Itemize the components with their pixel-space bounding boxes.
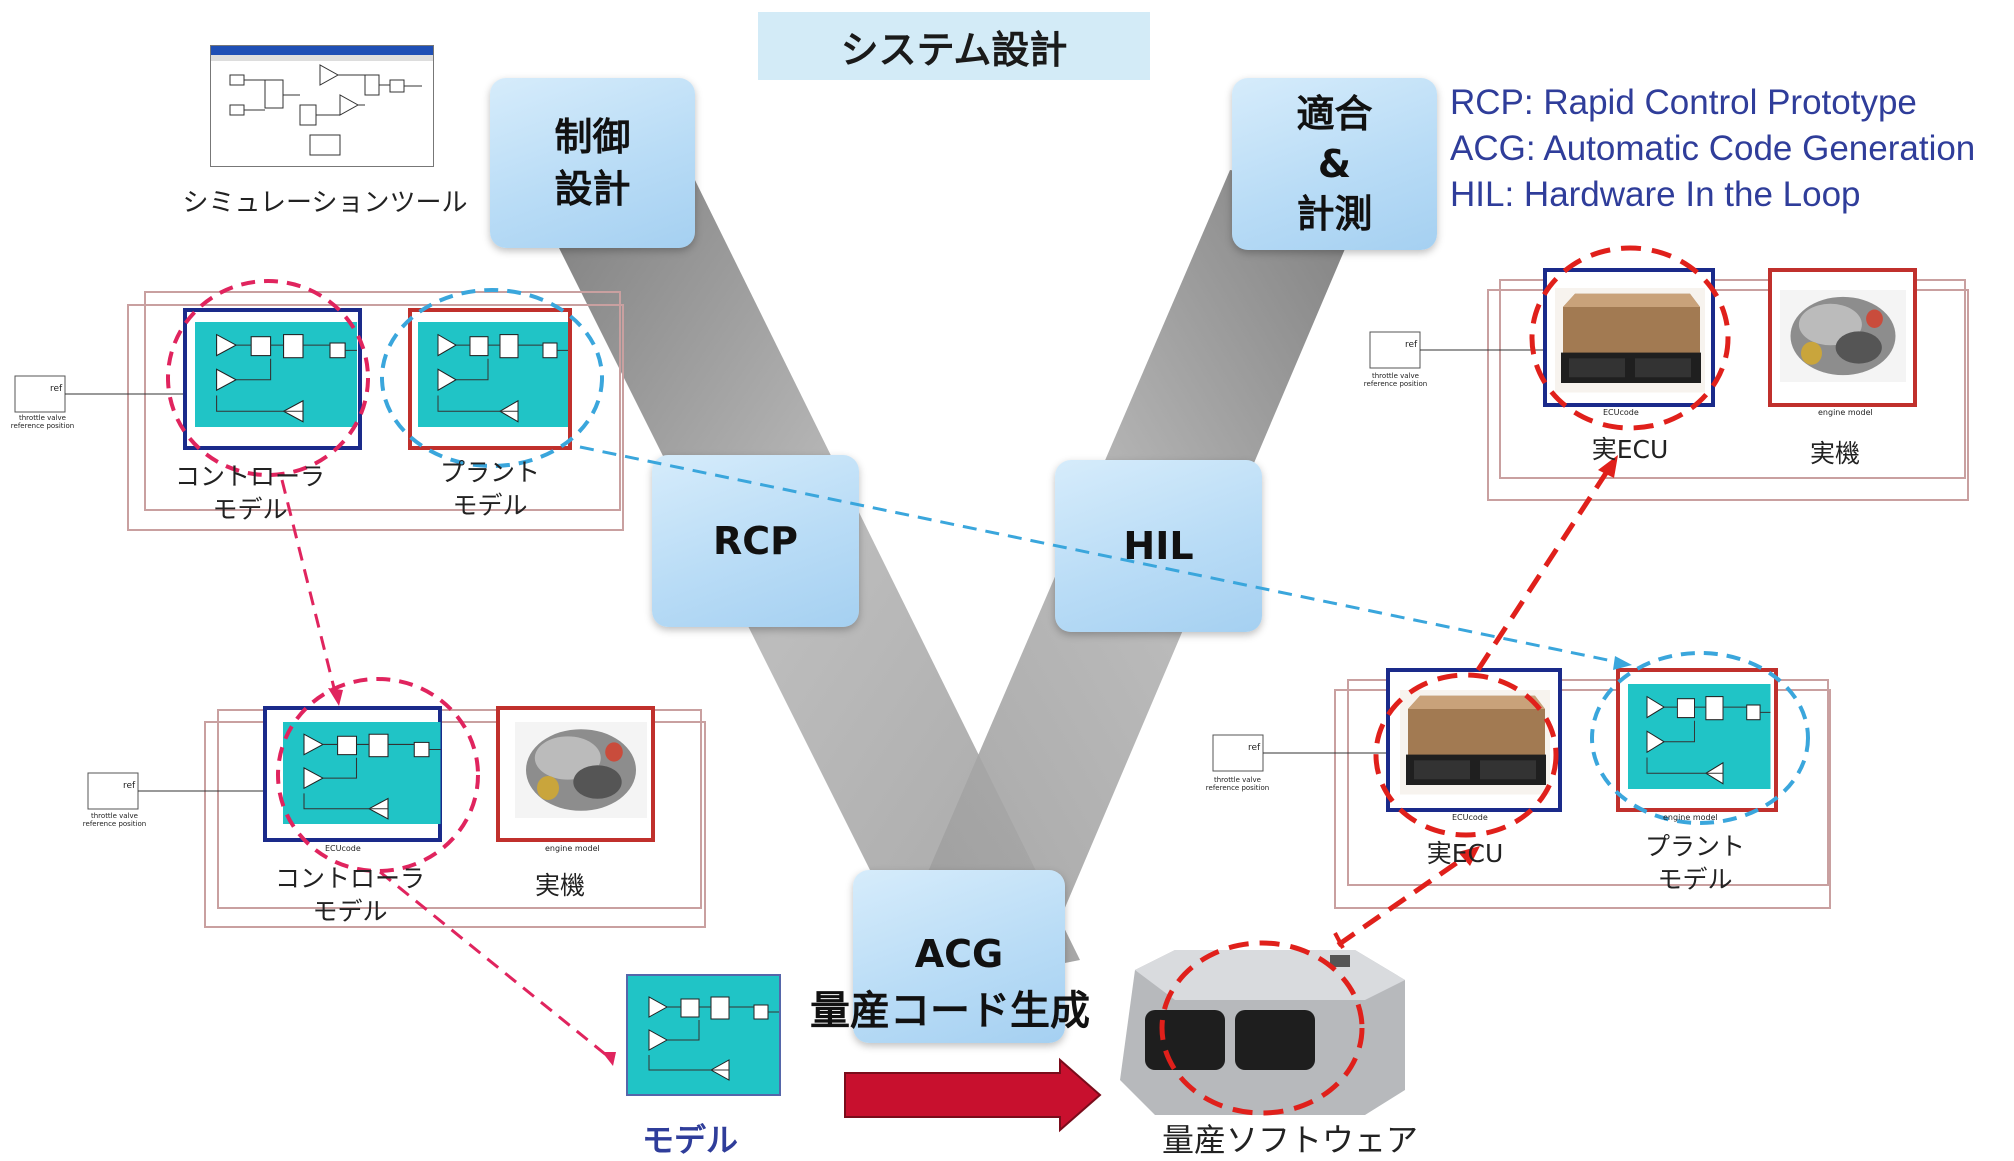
- top-left-controller-label: コントローラ モデル: [174, 462, 325, 524]
- top-right-real-label: 実機: [1809, 439, 1860, 468]
- mid-right-plant-label: プラント モデル: [1644, 832, 1745, 894]
- mid-left-diagram: [87, 706, 706, 928]
- legend-item-hil: HIL: Hardware In the Loop: [1450, 175, 1861, 214]
- ref-label-4: ref: [1248, 743, 1261, 753]
- production-software-label: 量産ソフトウェア: [1161, 1121, 1418, 1159]
- ref-label-1: ref: [50, 384, 63, 394]
- simulation-tool-label: シミュレーションツール: [182, 188, 468, 218]
- mid-left-controller-label: コントローラ モデル: [274, 864, 425, 926]
- ref-label-2: ref: [123, 781, 136, 791]
- ecucode-label-2: ECUcode: [325, 844, 361, 853]
- mid-left-real-label: 実機: [534, 871, 585, 900]
- control-design-box: 制御 設計: [490, 78, 695, 248]
- model-thumbnail: [626, 974, 781, 1096]
- top-right-ecu-label: 実ECU: [1591, 435, 1669, 464]
- top-right-diagram: [1369, 268, 1969, 501]
- acg-caption: 量産コード生成: [810, 988, 1090, 1034]
- mid-right-ecu-label: 実ECU: [1426, 839, 1504, 868]
- engine-model-label-4: engine model: [1663, 813, 1718, 822]
- top-left-plant-label: プラント モデル: [439, 458, 540, 520]
- mid-right-diagram: [1212, 668, 1831, 909]
- legend-item-rcp: RCP: Rapid Control Prototype: [1450, 83, 1917, 122]
- engine-model-label-3: engine model: [1818, 408, 1873, 417]
- acg-box: ACG: [853, 870, 1065, 1043]
- model-label: モデル: [641, 1121, 738, 1159]
- production-ecu: [1120, 950, 1405, 1115]
- ref-label-3: ref: [1405, 340, 1418, 350]
- throttle-label-4: throttle valve reference position: [1205, 776, 1270, 792]
- ecucode-label-4: ECUcode: [1452, 813, 1488, 822]
- legend-item-acg: ACG: Automatic Code Generation: [1450, 129, 1976, 168]
- top-left-diagram: [14, 291, 624, 531]
- rcp-box: RCP: [652, 455, 859, 627]
- ecucode-label-3: ECUcode: [1603, 408, 1639, 417]
- engine-model-label-2: engine model: [545, 844, 600, 853]
- throttle-label-2: throttle valve reference position: [82, 812, 147, 828]
- title-banner: システム設計: [758, 12, 1150, 80]
- production-arrow: [844, 1057, 1102, 1133]
- simulation-tool-window: [210, 45, 434, 167]
- hil-box: HIL: [1055, 460, 1262, 632]
- abbreviation-legend: RCP: Rapid Control Prototype ACG: Automa…: [1450, 80, 1975, 218]
- throttle-label-3: throttle valve reference position: [1363, 372, 1428, 388]
- calibration-box: 適合 & 計測: [1232, 78, 1437, 250]
- throttle-label-1: throttle valve reference position: [10, 414, 75, 430]
